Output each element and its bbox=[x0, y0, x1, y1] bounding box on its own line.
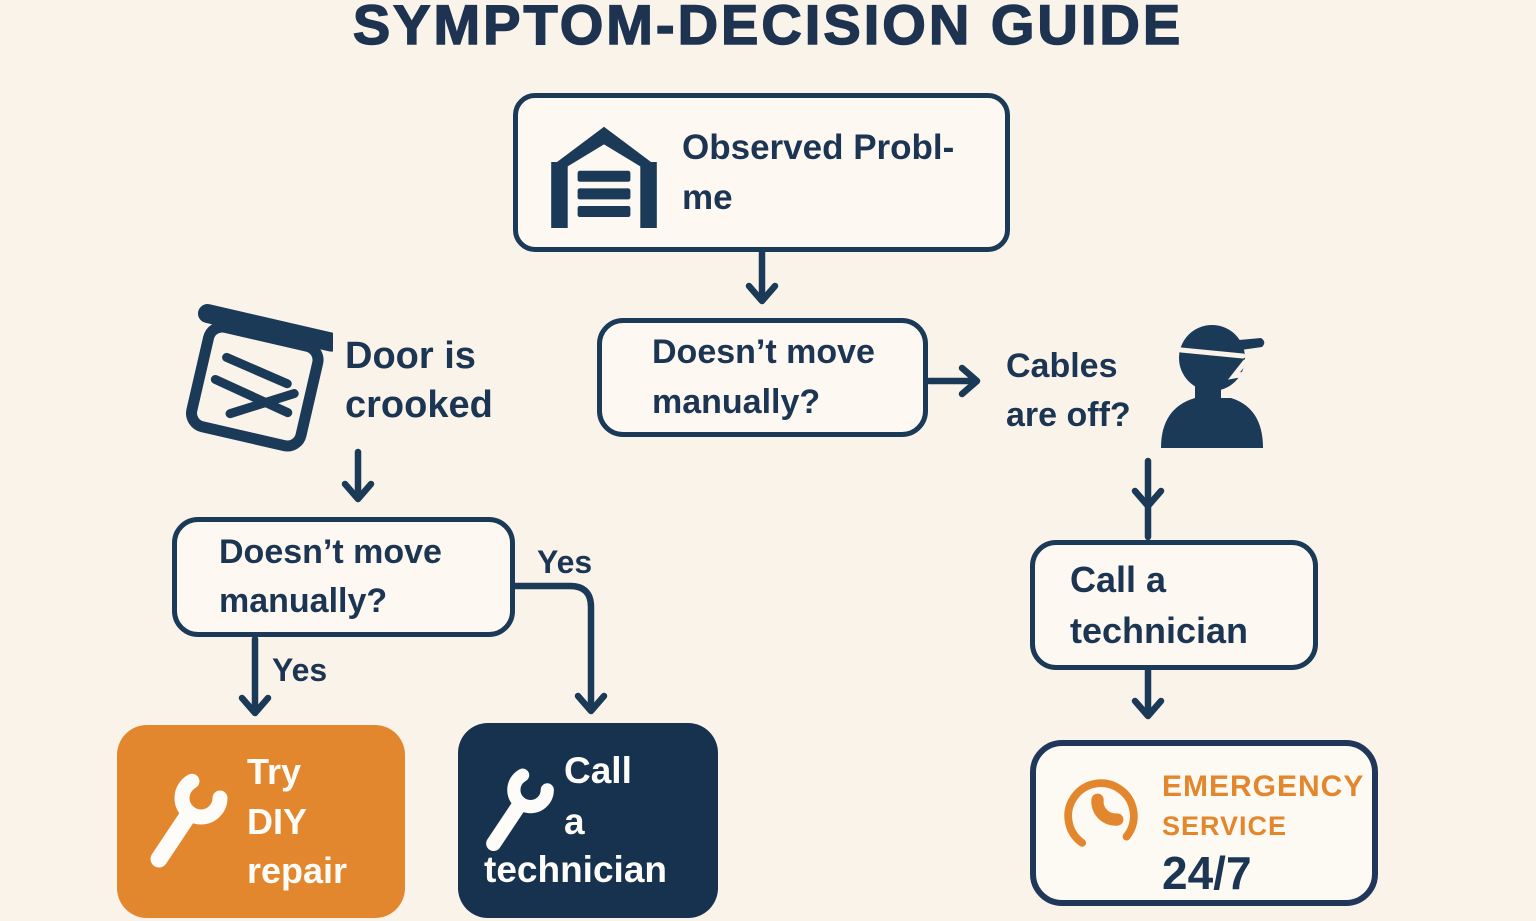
node-try-diy-repair: Try DIY repair bbox=[117, 725, 405, 918]
arrow-door-to-leftq bbox=[341, 448, 375, 503]
wrench-icon bbox=[486, 766, 554, 852]
technician-icon bbox=[1161, 325, 1265, 448]
node-cables-label: Cables are off? bbox=[1006, 347, 1131, 435]
emergency-line3: 24/7 bbox=[1162, 847, 1252, 899]
garage-door-icon bbox=[551, 126, 657, 228]
node-left-question-label: Doesn’t move manually? bbox=[219, 532, 442, 620]
node-observed-problem-label: Observed Probl- me bbox=[682, 127, 955, 217]
edge-label-yes-down: Yes bbox=[272, 652, 328, 688]
node-call-technician-dark-label2: technician bbox=[484, 849, 667, 890]
node-observed-problem: Observed Probl- me bbox=[513, 93, 1010, 252]
arrow-center-to-cables bbox=[925, 364, 981, 398]
node-call-technician-dark: Call a technician bbox=[458, 723, 718, 918]
arrow-calltech-to-emergency bbox=[1131, 666, 1165, 720]
node-center-question-label: Doesn’t move manually? bbox=[652, 333, 875, 421]
node-call-technician-right-label: Call a technician bbox=[1070, 558, 1249, 651]
arrow-leftq-to-diy bbox=[238, 635, 272, 717]
arrow-observed-to-center bbox=[745, 249, 779, 305]
crooked-door-icon bbox=[186, 304, 333, 452]
phone-icon bbox=[1064, 779, 1138, 853]
arrow-leftq-to-technician-elbow bbox=[511, 582, 608, 715]
emergency-text-block: EMERGENCY SERVICE 24/7 bbox=[1162, 770, 1364, 900]
wrench-icon bbox=[150, 771, 228, 867]
node-call-technician-dark-label: Call a bbox=[564, 750, 632, 843]
arrow-cables-to-calltech bbox=[1131, 457, 1165, 541]
edge-label-yes-branch: Yes bbox=[537, 544, 593, 580]
node-emergency-service: EMERGENCY SERVICE 24/7 bbox=[1030, 740, 1378, 906]
emergency-line2: SERVICE bbox=[1162, 811, 1288, 841]
node-center-question: Doesn’t move manually? bbox=[597, 318, 928, 437]
node-call-technician-right: Call a technician bbox=[1030, 540, 1318, 670]
node-door-crooked-label: Door is crooked bbox=[345, 335, 493, 427]
emergency-line1: EMERGENCY bbox=[1162, 770, 1365, 803]
node-left-question: Doesn’t move manually? bbox=[172, 517, 515, 637]
page-title: SYMPTOM-DECISION GUIDE bbox=[352, 0, 1184, 57]
node-try-diy-repair-label: Try DIY repair bbox=[247, 750, 348, 892]
